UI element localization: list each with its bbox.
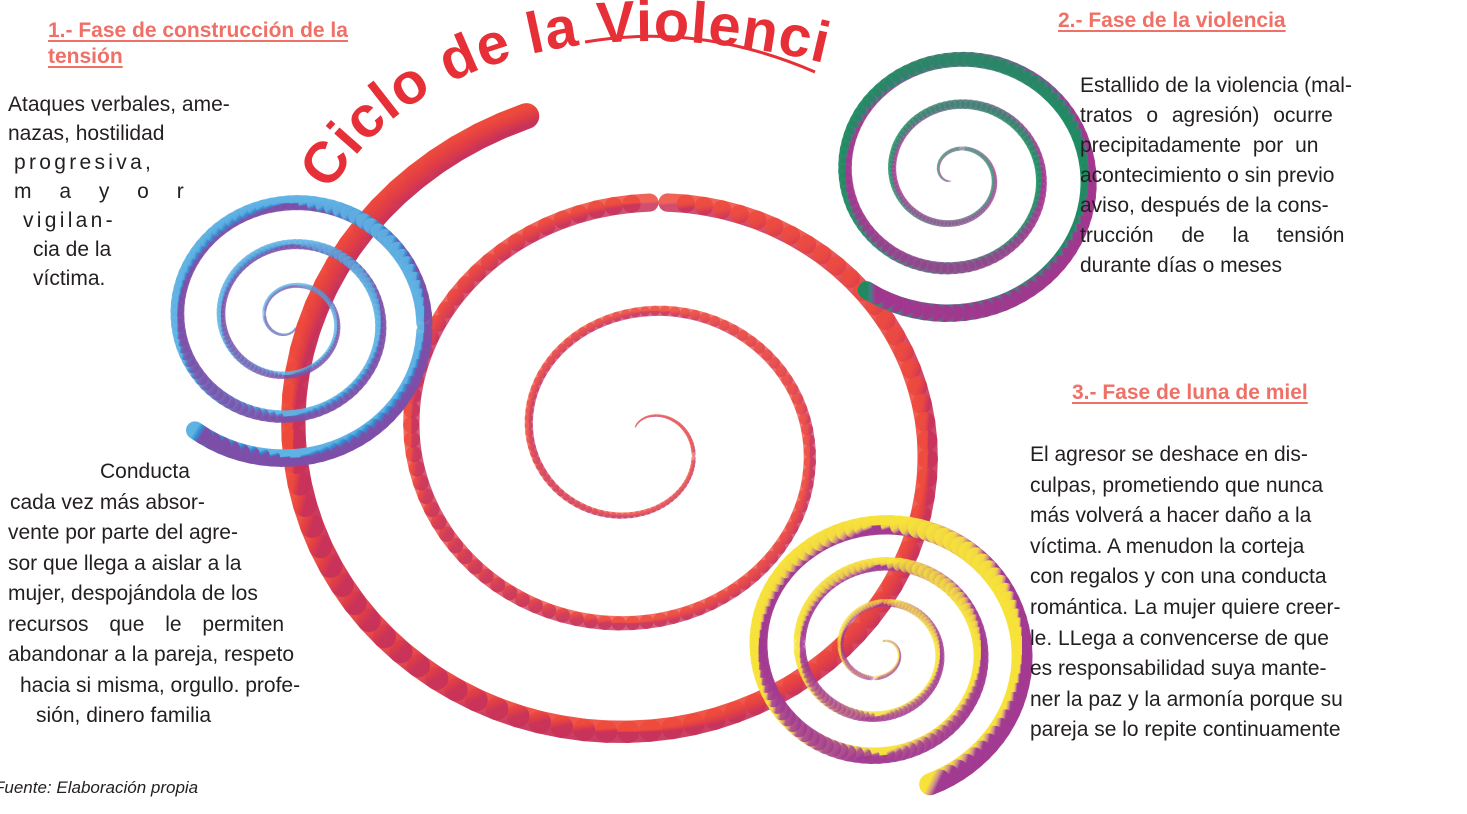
phase-1-heading: 1.- Fase de construcción de la tensión: [48, 19, 348, 68]
phase-2-heading: 2.- Fase de la violencia: [1058, 9, 1286, 32]
phase-1-spiral: [170, 195, 433, 467]
phase-3-heading: 3.- Fase de luna de miel: [1072, 381, 1308, 404]
phase-3-description: El agresor se deshace en dis- culpas, pr…: [1030, 443, 1343, 742]
phase-2-description: Estallido de la violencia (mal- tratos o…: [1080, 74, 1352, 277]
source-note: Fuente: Elaboración propia: [0, 778, 199, 797]
phase-3-spiral: [749, 515, 1033, 796]
phase-1-description-top: Ataques verbales, ame- nazas, hostilidad…: [8, 93, 230, 290]
phase-1-description-bottom: Conducta cada vez más absor- vente por p…: [8, 460, 301, 727]
phase-2-spiral: [838, 51, 1097, 322]
title-underline: [584, 34, 816, 74]
